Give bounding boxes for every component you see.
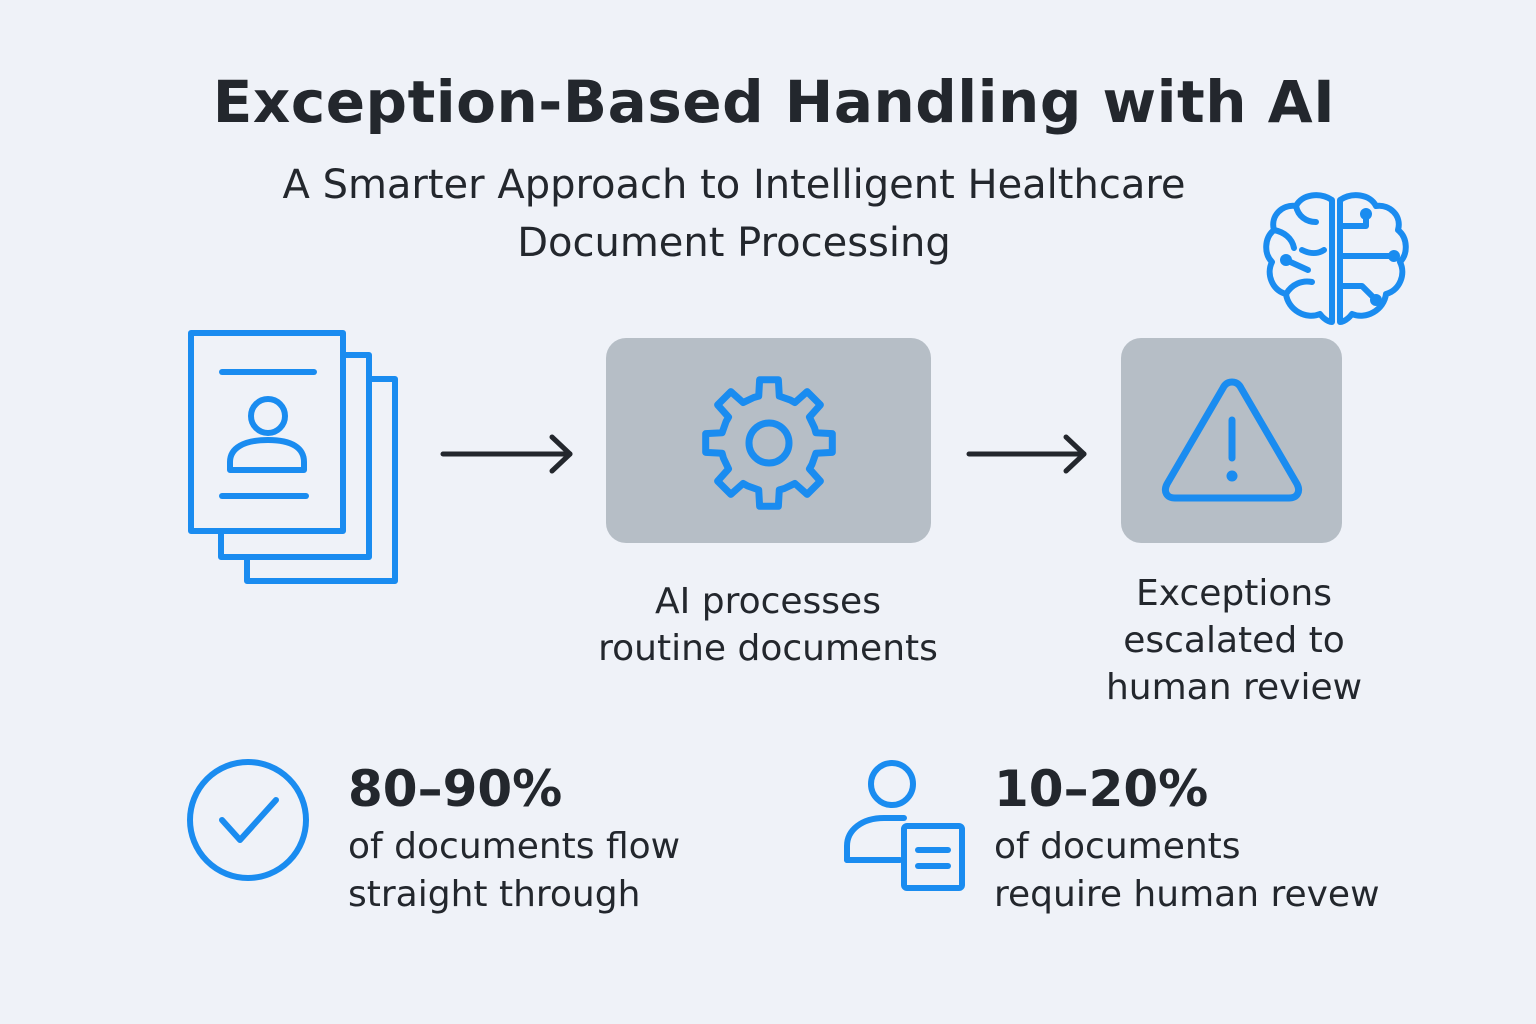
caption-line: escalated to xyxy=(1123,620,1345,661)
brain-circuit-icon xyxy=(1263,192,1409,325)
person-document-icon xyxy=(844,760,965,891)
arrow-right-icon xyxy=(966,434,1087,474)
human-review-description: of documents require human revew xyxy=(994,823,1414,919)
description-line: of documents flow xyxy=(348,826,681,867)
automated-percentage: 80–90% xyxy=(348,760,563,818)
warning-icon xyxy=(1161,378,1303,502)
exception-step xyxy=(1121,338,1342,543)
caption-line: routine documents xyxy=(598,628,938,669)
description-line: of documents xyxy=(994,826,1241,867)
check-circle-icon xyxy=(187,759,309,881)
page-subtitle: A Smarter Approach to Intelligent Health… xyxy=(180,156,1288,272)
human-review-percentage: 10–20% xyxy=(994,760,1209,818)
caption-line: AI processes xyxy=(655,581,881,622)
arrow-right-icon xyxy=(440,434,573,474)
ai-processing-step xyxy=(606,338,931,543)
caption-line: human review xyxy=(1105,667,1363,708)
document-stack-icon xyxy=(188,330,398,584)
subtitle-line-1: A Smarter Approach to Intelligent Health… xyxy=(282,162,1186,208)
subtitle-line-2: Document Processing xyxy=(517,220,951,266)
description-line: require human revew xyxy=(994,874,1380,915)
automated-description: of documents flow straight through xyxy=(348,823,748,919)
exception-caption: Exceptions escalated to human review xyxy=(1085,570,1383,711)
description-line: straight through xyxy=(348,874,641,915)
ai-processing-caption: AI processes routine documents xyxy=(560,578,976,672)
page-title: Exception-Based Handling with AI xyxy=(212,68,1336,136)
gear-icon xyxy=(702,376,836,510)
caption-line: Exceptions xyxy=(1136,573,1332,614)
